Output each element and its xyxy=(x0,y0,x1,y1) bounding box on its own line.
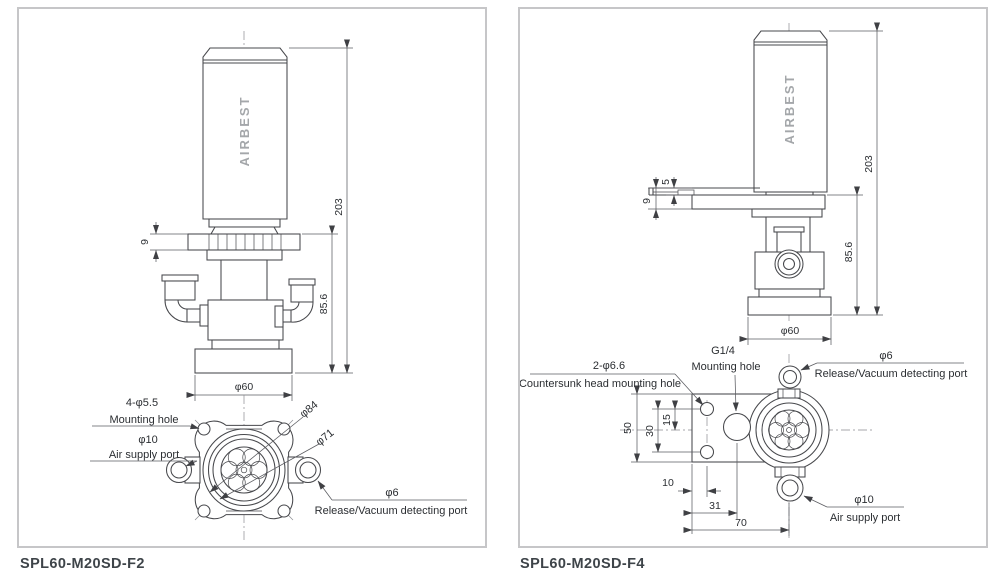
f4-dim-body-height: 85.6 xyxy=(827,186,863,316)
f2-clover-flange xyxy=(194,420,294,520)
f2-label-mounting-hole-dia: 4-φ5.5 xyxy=(126,397,158,409)
f4-callout-countersunk: 2-φ6.6 Countersunk head mounting hole xyxy=(520,360,704,406)
f4-nozzle-cluster xyxy=(768,410,810,450)
f4-dim-31: 31 xyxy=(709,500,721,512)
f4-label-air-supply-dia: φ10 xyxy=(854,494,873,506)
f4-brand-text: AIRBEST xyxy=(782,73,797,144)
f2-bottom-view xyxy=(165,395,322,543)
f4-label-countersunk-dia: 2-φ6.6 xyxy=(593,360,625,372)
f2-detect-port xyxy=(294,456,322,484)
f2-callout-detect: φ6 Release/Vacuum detecting port xyxy=(315,480,468,517)
f2-valve-block xyxy=(207,299,284,341)
f4-dim-edge-to-g14: 31 xyxy=(683,443,738,519)
f4-front-view: AIRBEST xyxy=(648,23,832,321)
f2-dim-body-height: 85.6 xyxy=(302,225,338,374)
f4-dim-plate-height: 50 xyxy=(622,385,692,463)
f2-label-air-supply-dia: φ10 xyxy=(138,434,157,446)
f2-callout-mounting-hole: 4-φ5.5 Mounting hole xyxy=(92,397,200,430)
f4-label-detect-dia: φ6 xyxy=(879,350,892,362)
drawing-f4: AIRBEST xyxy=(520,22,967,539)
model-caption-f2: SPL60-M20SD-F2 xyxy=(20,556,145,572)
f2-mounting-hole xyxy=(277,504,291,518)
f2-label-detect-dia: φ6 xyxy=(385,487,398,499)
f2-right-fitting xyxy=(274,278,316,328)
f4-dim-plate-thickness: 5 xyxy=(648,177,692,206)
f4-dim-hole-to-center: 15 xyxy=(661,400,678,431)
f4-dim-10: 10 xyxy=(662,477,674,489)
f4-label-countersunk: Countersunk head mounting hole xyxy=(520,378,681,390)
f4-dim-15: 15 xyxy=(661,414,673,426)
f2-dim-flange-thickness: 9 xyxy=(139,222,188,262)
f2-front-view: AIRBEST xyxy=(161,31,316,374)
f4-dim-50: 50 xyxy=(622,422,634,434)
f4-front-fitting xyxy=(773,226,805,279)
f2-left-fitting xyxy=(161,274,209,327)
f4-dim-5: 5 xyxy=(660,179,672,185)
f4-label-air-supply: Air supply port xyxy=(830,512,900,524)
f2-dim-85-6: 85.6 xyxy=(318,294,330,315)
panel-f4: AIRBEST xyxy=(518,7,988,548)
f2-dimensions: 9 203 85.6 φ60 xyxy=(139,39,353,401)
f4-countersunk-hole xyxy=(699,444,715,460)
model-caption-f4: SPL60-M20SD-F4 xyxy=(520,556,645,572)
f4-dim-body-dia: φ60 xyxy=(739,317,832,345)
f4-dim-9: 9 xyxy=(641,198,653,204)
f4-callout-air-supply: φ10 Air supply port xyxy=(803,494,904,524)
f2-dim-9: 9 xyxy=(139,239,151,245)
f2-nozzle-cluster xyxy=(220,448,268,492)
f2-label-phi84: φ84 xyxy=(298,399,321,420)
f2-mounting-hole xyxy=(277,422,291,436)
f4-callout-detect: φ6 Release/Vacuum detecting port xyxy=(800,350,968,380)
f2-air-supply-port xyxy=(165,456,193,484)
f4-body-circle xyxy=(748,389,830,471)
f4-bottom-view xyxy=(620,354,872,539)
f4-countersunk-hole xyxy=(699,401,715,417)
f2-callout-air-supply: φ10 Air supply port xyxy=(90,434,198,467)
f4-label-g14-dia: G1/4 xyxy=(711,345,735,357)
f2-brand-text: AIRBEST xyxy=(237,95,252,166)
f2-flange-ribs xyxy=(208,234,282,250)
drawing-f2: AIRBEST xyxy=(90,31,467,543)
f4-dim-30: 30 xyxy=(644,425,656,437)
f2-label-air-supply: Air supply port xyxy=(109,449,179,461)
f2-dim-203: 203 xyxy=(333,198,345,216)
f4-base-cylinder xyxy=(747,296,832,316)
f4-dim-edge-to-hole: 10 xyxy=(662,464,721,534)
f4-flange xyxy=(691,194,826,210)
f2-base-cylinder xyxy=(194,348,293,374)
f2-flange xyxy=(187,233,301,251)
f4-callouts: 2-φ6.6 Countersunk head mounting hole G1… xyxy=(520,345,967,524)
f2-mounting-hole xyxy=(197,422,211,436)
f4-label-g14: Mounting hole xyxy=(691,361,760,373)
f2-dim-phi60: φ60 xyxy=(235,381,254,393)
f4-dim-total-height: 203 xyxy=(829,22,883,316)
f2-mounting-hole xyxy=(197,504,211,518)
f4-dim-edge-to-center: 70 xyxy=(683,503,790,536)
f4-dim-85-6: 85.6 xyxy=(843,242,855,263)
f4-dim-flange-thickness: 9 xyxy=(641,177,692,220)
panel-f2: AIRBEST xyxy=(17,7,487,548)
f4-label-detect: Release/Vacuum detecting port xyxy=(815,368,968,380)
f2-label-mounting-hole: Mounting hole xyxy=(109,414,178,426)
f2-callouts: 4-φ5.5 Mounting hole φ10 Air supply port… xyxy=(90,397,467,517)
f4-g14-hole xyxy=(722,412,752,442)
f4-dimensions: 5 9 203 85.6 xyxy=(641,22,883,345)
f4-callout-g14: G1/4 Mounting hole xyxy=(691,345,761,412)
f2-dim-total-height: 203 xyxy=(289,39,353,374)
f4-bracket-plate xyxy=(648,187,760,196)
f4-dim-phi60: φ60 xyxy=(781,325,800,337)
f4-dim-203: 203 xyxy=(863,155,875,173)
f4-dim-70: 70 xyxy=(735,517,747,529)
f2-label-detect: Release/Vacuum detecting port xyxy=(315,505,468,517)
f2-dim-body-dia: φ60 xyxy=(186,375,293,401)
f2-cartridge-body xyxy=(202,47,288,220)
f4-cartridge-body xyxy=(753,30,828,193)
f4-bottom-dimensions: 50 30 15 10 xyxy=(622,385,790,536)
f4-detect-port xyxy=(778,365,802,389)
f4-air-supply-port xyxy=(776,474,804,502)
